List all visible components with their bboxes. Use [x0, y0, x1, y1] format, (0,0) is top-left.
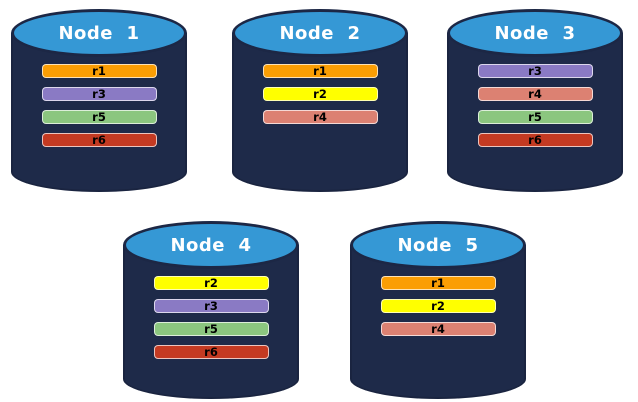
replica-label: r3 — [204, 299, 218, 313]
replica-label: r1 — [431, 276, 445, 290]
cylinder-top: Node 1 — [11, 9, 187, 57]
replica-label: r1 — [92, 64, 106, 78]
replica-bar-r3: r3 — [477, 64, 593, 78]
replica-label: r5 — [204, 322, 218, 336]
replica-bar-r3: r3 — [153, 299, 269, 313]
node-label: Node 5 — [397, 234, 479, 256]
cylinder-top: Node 5 — [350, 221, 526, 269]
replica-bar-r6: r6 — [41, 133, 157, 147]
replica-label: r4 — [528, 87, 542, 101]
db-node-5: Node 5 r1 r2 r4 — [350, 221, 526, 399]
replica-bar-r6: r6 — [153, 345, 269, 359]
replica-bar-r4: r4 — [477, 87, 593, 101]
cylinder-top: Node 3 — [447, 9, 623, 57]
replica-label: r2 — [431, 299, 445, 313]
replica-label: r2 — [204, 276, 218, 290]
node-label: Node 3 — [494, 22, 576, 44]
replica-list: r1 r2 r4 — [232, 64, 408, 124]
replica-list: r1 r3 r5 r6 — [11, 64, 187, 147]
replica-label: r2 — [313, 87, 327, 101]
replica-bar-r6: r6 — [477, 133, 593, 147]
replica-bar-r1: r1 — [380, 276, 496, 290]
replica-label: r3 — [92, 87, 106, 101]
replica-label: r5 — [92, 110, 106, 124]
replica-label: r1 — [313, 64, 327, 78]
cylinder-top: Node 2 — [232, 9, 408, 57]
replica-bar-r1: r1 — [41, 64, 157, 78]
replica-bar-r4: r4 — [262, 110, 378, 124]
cylinder-top: Node 4 — [123, 221, 299, 269]
replica-bar-r3: r3 — [41, 87, 157, 101]
db-node-1: Node 1 r1 r3 r5 r6 — [11, 9, 187, 192]
replica-list: r2 r3 r5 r6 — [123, 276, 299, 359]
replica-list: r1 r2 r4 — [350, 276, 526, 336]
replica-bar-r4: r4 — [380, 322, 496, 336]
replica-bar-r2: r2 — [380, 299, 496, 313]
replica-label: r3 — [528, 64, 542, 78]
replica-bar-r2: r2 — [262, 87, 378, 101]
node-label: Node 2 — [279, 22, 361, 44]
replica-list: r3 r4 r5 r6 — [447, 64, 623, 147]
db-node-3: Node 3 r3 r4 r5 r6 — [447, 9, 623, 192]
db-node-2: Node 2 r1 r2 r4 — [232, 9, 408, 192]
replica-bar-r5: r5 — [41, 110, 157, 124]
replica-bar-r1: r1 — [262, 64, 378, 78]
replica-label: r5 — [528, 110, 542, 124]
db-node-4: Node 4 r2 r3 r5 r6 — [123, 221, 299, 399]
replica-label: r6 — [528, 133, 542, 147]
replica-label: r4 — [431, 322, 445, 336]
node-label: Node 4 — [170, 234, 252, 256]
replica-label: r4 — [313, 110, 327, 124]
replica-bar-r2: r2 — [153, 276, 269, 290]
replica-label: r6 — [204, 345, 218, 359]
replica-bar-r5: r5 — [153, 322, 269, 336]
node-label: Node 1 — [58, 22, 140, 44]
replica-label: r6 — [92, 133, 106, 147]
replica-bar-r5: r5 — [477, 110, 593, 124]
